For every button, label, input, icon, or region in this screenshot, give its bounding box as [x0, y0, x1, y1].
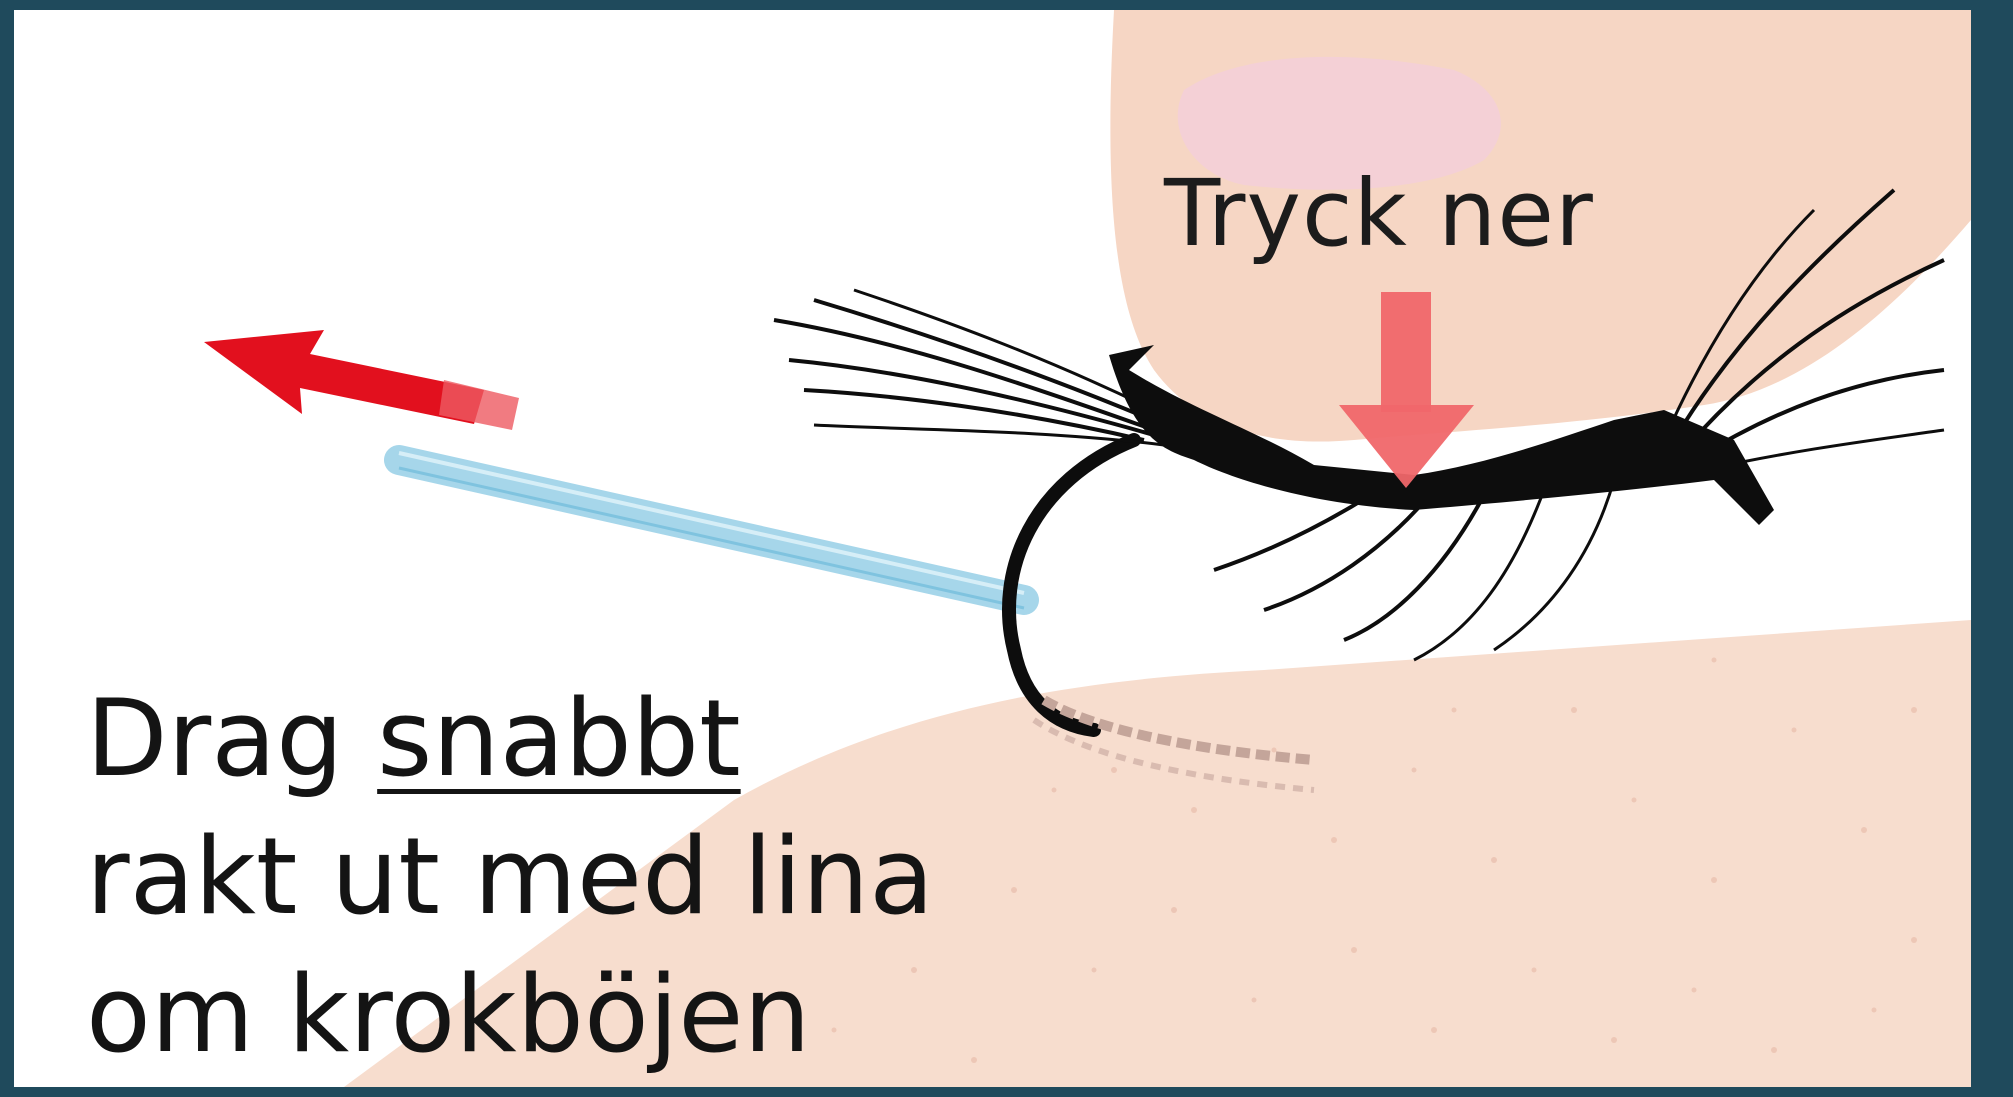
diagram-panel: Tryck ner Drag snabbt rakt ut med lina o…	[14, 10, 1971, 1087]
instruction-line-2: rakt ut med lina	[86, 808, 934, 946]
instruction-text: Drag snabbt rakt ut med lina om krokböje…	[86, 670, 934, 1084]
instruction-line-3: om krokböjen	[86, 946, 934, 1084]
fishing-line-icon	[399, 453, 1024, 608]
instruction-word-drag: Drag	[86, 677, 343, 800]
instruction-line-1: Drag snabbt	[86, 670, 934, 808]
press-label: Tryck ner	[1164, 160, 1594, 267]
instruction-word-fast: snabbt	[377, 677, 741, 800]
red-arrow-icon	[204, 330, 519, 430]
